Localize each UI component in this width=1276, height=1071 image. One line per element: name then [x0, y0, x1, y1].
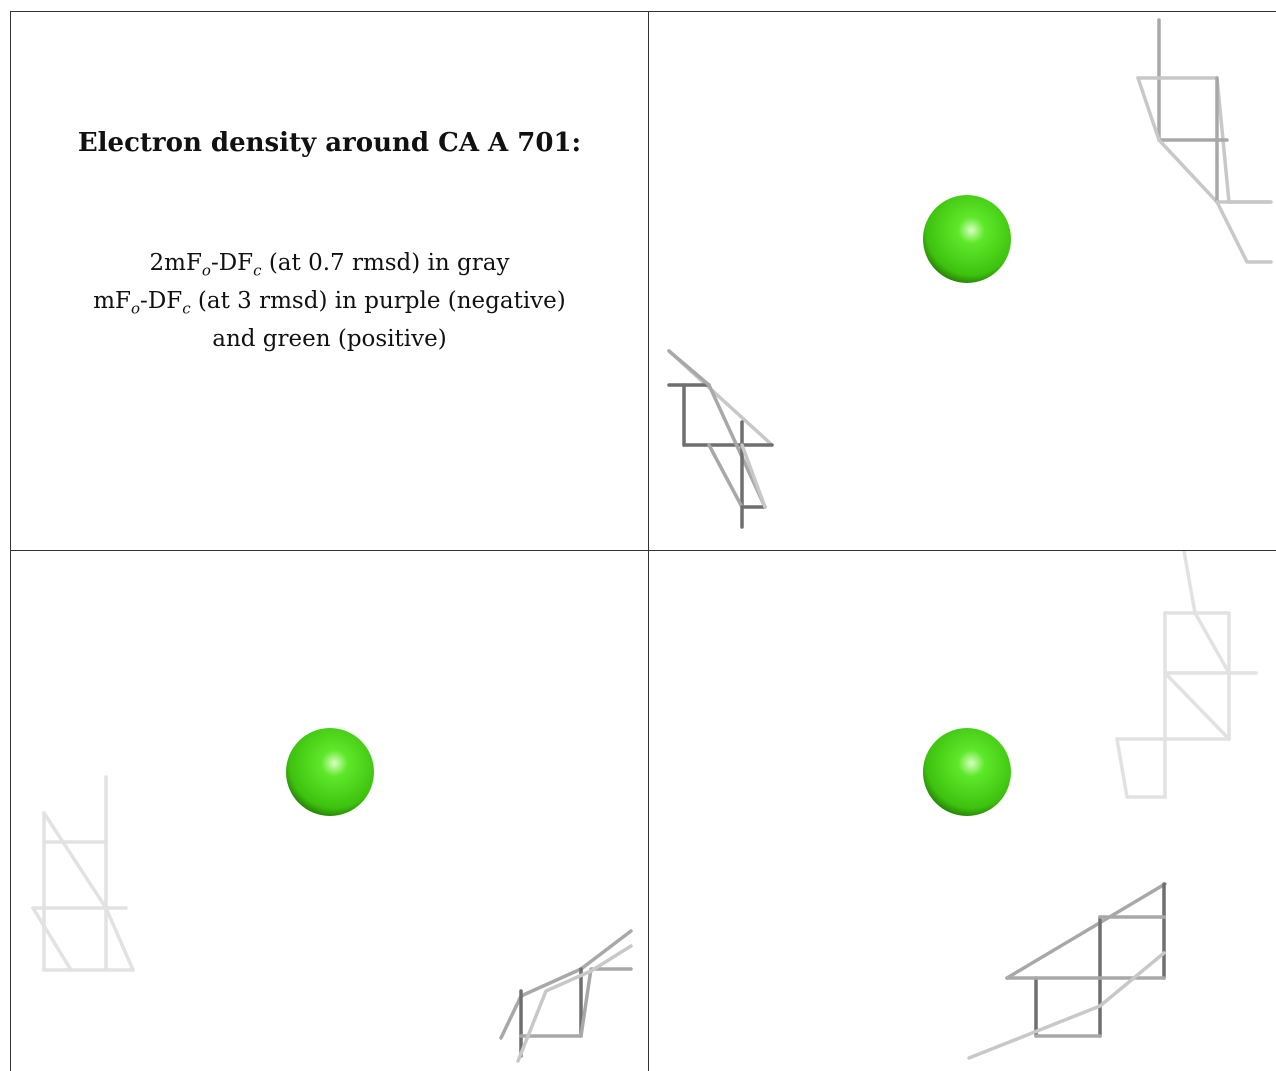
density-mesh-lower-right	[967, 882, 1167, 1060]
horizontal-divider	[10, 550, 1276, 551]
legend-text: (at 0.7 rmsd) in gray	[261, 250, 510, 276]
density-view-1	[649, 12, 1276, 550]
vertical-divider	[648, 11, 649, 1071]
density-view-2	[11, 551, 648, 1071]
legend-sub: o	[131, 299, 141, 318]
legend-line-2: mFo-DFc (at 3 rmsd) in purple (negative)	[11, 282, 648, 320]
density-mesh-upper-right	[1115, 551, 1258, 799]
legend-text: -DF	[210, 250, 254, 276]
density-mesh-upper-right	[1136, 18, 1273, 264]
figure-grid	[10, 11, 1276, 1071]
legend-text: mF	[93, 288, 132, 314]
legend-text: -DF	[140, 288, 183, 314]
caption-description: 2mFo-DFc (at 0.7 rmsd) in gray mFo-DFc (…	[11, 244, 648, 358]
calcium-atom-sphere	[923, 728, 1011, 816]
calcium-atom-sphere	[286, 728, 374, 816]
caption-panel: Electron density around CA A 701: 2mFo-D…	[11, 12, 648, 550]
legend-sub: c	[182, 299, 191, 318]
legend-line-3: and green (positive)	[212, 326, 447, 352]
legend-sub: c	[253, 261, 262, 280]
density-mesh-lower-right	[499, 929, 633, 1063]
caption-title: Electron density around CA A 701:	[77, 128, 582, 158]
legend-text: (at 3 rmsd) in purple (negative)	[190, 288, 566, 314]
density-mesh-lower-left	[667, 349, 774, 529]
density-mesh-left	[31, 775, 135, 972]
legend-text: 2mF	[149, 250, 202, 276]
legend-line-1: 2mFo-DFc (at 0.7 rmsd) in gray	[11, 244, 648, 282]
legend-sub: o	[201, 261, 211, 280]
density-view-3	[649, 551, 1276, 1071]
calcium-atom-sphere	[923, 195, 1011, 283]
